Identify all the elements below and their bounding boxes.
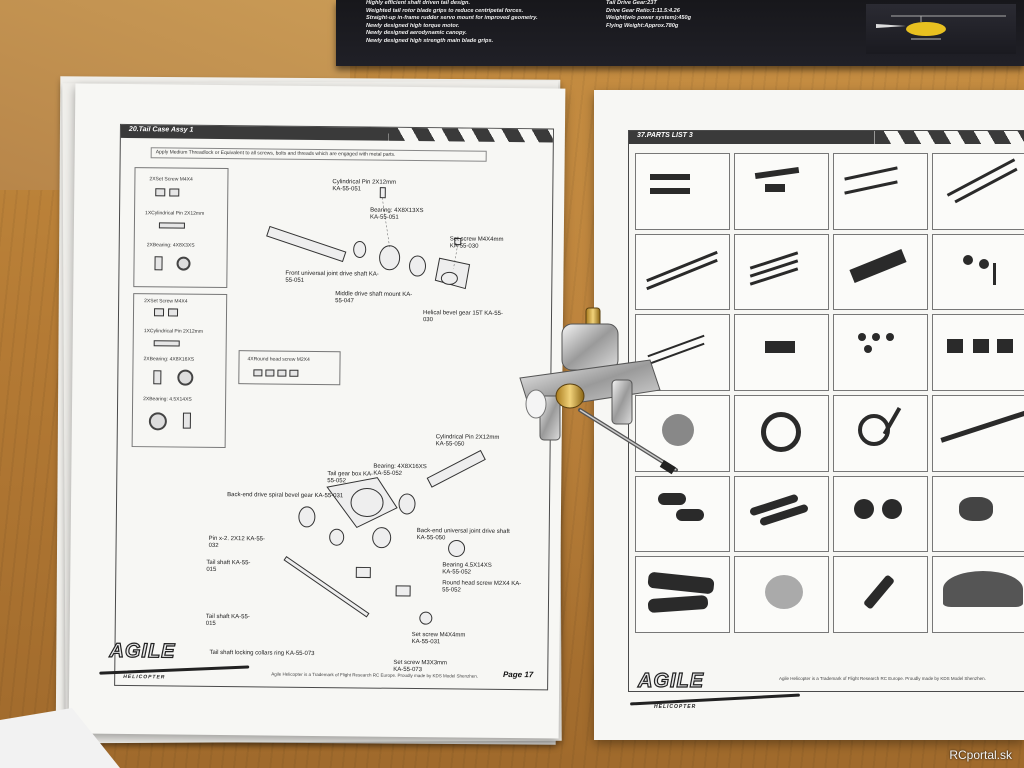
parts-box-top: 2XSet Screw M4X4 1XCylindrical Pin 2X12m… — [133, 167, 229, 289]
bearing-icon — [176, 256, 191, 271]
round-head-screw-icon — [289, 369, 299, 377]
part-cell — [734, 475, 829, 553]
part-cell — [833, 314, 928, 391]
part-cell — [932, 153, 1024, 230]
part-cell — [932, 475, 1024, 553]
header-stripes — [388, 127, 553, 143]
manual-page-left: 20.Tail Case Assy 1 Apply Medium Threadl… — [68, 83, 566, 739]
set-screw-icon — [153, 308, 165, 317]
exploded-diagram-top — [266, 187, 471, 290]
part-cell — [635, 394, 730, 472]
page-footer: Agile Helicopter is a Trademark of Fligh… — [271, 671, 479, 679]
part-cell — [833, 475, 928, 553]
callout-set-screw-2: Set screw M4X4mm KA-55-031 — [411, 632, 466, 646]
bearing-side-icon — [153, 370, 162, 385]
bearing-icon — [148, 412, 167, 431]
part-cell — [932, 233, 1024, 311]
set-screw-icon — [167, 308, 179, 317]
part-cell — [635, 556, 730, 633]
parts-box-mid: 2XSet Screw M4X4 1XCylindrical Pin 2X12m… — [131, 293, 228, 449]
round-head-screw-icon — [277, 369, 287, 377]
manual-page-right: 37.PARTS LIST 3 — [594, 90, 1024, 740]
page-frame: 20.Tail Case Assy 1 Apply Medium Threadl… — [114, 123, 554, 691]
logo-subtitle: HELICOPTER — [654, 704, 697, 710]
round-head-screw-icon — [265, 369, 275, 377]
section-title: 20.Tail Case Assy 1 — [128, 126, 194, 134]
callout-set-screw: Set screw M4X4mm KA-55-030 — [449, 236, 504, 250]
set-screw-icon — [155, 188, 166, 197]
callout-backend-joint: Back-end universal joint drive shaft KA-… — [416, 528, 510, 542]
part-cell — [833, 394, 928, 472]
part-cell — [833, 556, 928, 633]
callout-bearing-2: Bearing: 4X8X16XS KA-55-052 — [373, 463, 427, 477]
parts-grid — [635, 153, 1024, 633]
callout-helical-gear: Helical bevel gear 15T KA-55-030 — [422, 310, 503, 324]
part-cell — [635, 153, 730, 230]
threadlock-note: Apply Medium Threadlock or Equivalent to… — [150, 147, 487, 162]
part-cell — [932, 394, 1024, 472]
set-screw-icon — [169, 188, 180, 197]
bearing-side-icon — [182, 412, 191, 429]
pin-icon — [153, 340, 180, 347]
part-cell — [734, 314, 829, 391]
callout-cyl-pin-2: Cylindrical Pin 2X12mm KA-55-050 — [435, 434, 500, 448]
product-box: Highly efficient shaft driven tail desig… — [336, 0, 1024, 66]
page-frame: 37.PARTS LIST 3 — [628, 130, 1024, 692]
exploded-diagram-bottom — [283, 449, 486, 625]
part-cell — [734, 556, 829, 633]
watermark: RCportal.sk — [949, 748, 1012, 762]
screw-box: 4XRound head screw M2X4 — [238, 350, 341, 386]
box-features-right: Tail Drive Gear:23T Drive Gear Ratio:1:1… — [606, 0, 692, 29]
callout-tail-shaft-1: Tail shaft KA-55-015 — [206, 559, 251, 573]
part-cell — [734, 153, 829, 230]
tail-gearbox-part — [519, 307, 678, 475]
part-cell — [932, 556, 1024, 633]
callout-pin: Pin x-2. 2X12 KA-55-032 — [208, 535, 266, 549]
callout-bearing-3: Bearing 4.5X14XS KA-55-052 — [442, 562, 492, 576]
part-cell — [734, 233, 829, 311]
agile-logo: AGILE — [109, 639, 177, 663]
helicopter-icon — [876, 15, 1006, 40]
bearing-side-icon — [154, 256, 163, 271]
logo-subtitle: HELICOPTER — [123, 673, 166, 681]
part-cell — [932, 314, 1024, 391]
callout-tail-shaft-2: Tail shaft KA-55-015 — [205, 613, 250, 627]
box-features-left: Highly efficient shaft driven tail desig… — [366, 0, 538, 44]
bearing-icon — [177, 369, 194, 386]
header-stripes — [874, 131, 1024, 144]
round-head-screw-icon — [253, 369, 263, 377]
part-cell — [734, 394, 829, 472]
page-footer: Agile Helicopter is a Trademark of Fligh… — [779, 676, 986, 681]
callout-middle-mount: Middle drive shaft mount KA-55-047 — [335, 291, 413, 305]
callout-front-joint: Front universal joint drive shaft KA-55-… — [285, 270, 379, 284]
agile-logo: AGILE — [637, 669, 705, 692]
callout-cyl-pin: Cylindrical Pin 2X12mm KA-55-051 — [332, 179, 397, 193]
pin-icon — [158, 222, 185, 229]
section-title: 37.PARTS LIST 3 — [637, 132, 693, 139]
callout-bearing: Bearing: 4X8X13XS KA-55-051 — [369, 207, 424, 221]
part-cell — [635, 475, 730, 553]
callout-round-head-screw: Round head screw M2X4 KA-55-052 — [442, 580, 522, 594]
callout-locking-collar: Tail shaft locking collars ring KA-55-07… — [209, 649, 315, 657]
part-cell — [833, 153, 928, 230]
box-helicopter-photo — [866, 4, 1016, 54]
part-cell — [833, 233, 928, 311]
callout-spiral-bevel: Back-end drive spiral bevel gear KA-55-0… — [227, 492, 344, 500]
callout-tail-gear-box: Tail gear box KA-55-052 — [327, 471, 374, 485]
part-cell — [635, 233, 730, 311]
page-number: Page 17 — [502, 669, 534, 680]
